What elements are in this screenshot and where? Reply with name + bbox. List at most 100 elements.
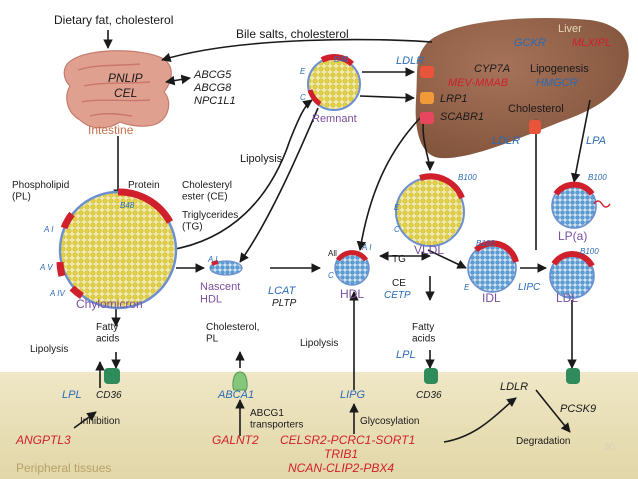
hmgcr-label: HMGCR <box>536 77 578 89</box>
gckr-label: GCKR <box>514 37 546 49</box>
protein-label: Protein <box>128 180 160 191</box>
vldl-label: VLDL <box>414 243 444 257</box>
lipolysis-top-label: Lipolysis <box>240 153 283 165</box>
cel-label: CEL <box>114 86 137 100</box>
hdl-all: All <box>328 249 337 258</box>
cd36-left-label: CD36 <box>96 390 122 401</box>
bile-label: Bile salts, cholesterol <box>236 27 349 41</box>
lpa-particle-label: LP(a) <box>558 229 587 243</box>
hdl-ai: A I <box>361 243 372 252</box>
phospholipid-label: Phospholipid(PL) <box>12 180 69 203</box>
lipogenesis-label: Lipogenesis <box>530 63 589 75</box>
mev-mmab-label: MEV-MMAB <box>448 77 508 89</box>
lpl-left-label: LPL <box>62 389 82 401</box>
lrp1-label: LRP1 <box>440 93 468 105</box>
pltp-label: PLTP <box>272 298 297 309</box>
ncan-label: NCAN-CLIP2-PBX4 <box>288 461 394 475</box>
nascent-ai: A I <box>207 255 218 264</box>
dietary-label: Dietary fat, cholesterol <box>54 13 173 27</box>
lcat-label: LCAT <box>268 285 297 297</box>
arrows <box>73 30 591 443</box>
cetp-label: CETP <box>384 290 411 301</box>
abca1-label: ABCA1 <box>217 389 254 401</box>
scabr1-label: SCABR1 <box>440 111 484 123</box>
idl-label: IDL <box>482 291 501 305</box>
ldlr-top-label: LDLR <box>396 55 424 67</box>
ce-label: CE <box>392 278 406 289</box>
degradation-label: Degradation <box>516 436 570 447</box>
celsr2-label: CELSR2-PCRC1-SORT1 <box>280 433 415 447</box>
page-number: 30 <box>604 442 616 453</box>
abcg5-label: ABCG5 <box>193 69 232 81</box>
cd36-right-label: CD36 <box>416 390 442 401</box>
nascent-hdl-particle <box>209 260 243 276</box>
liver-label: Liver <box>558 23 582 35</box>
galnt2-label: GALNT2 <box>212 433 259 447</box>
ldl-label: LDL <box>556 291 578 305</box>
angptl3-label: ANGPTL3 <box>15 433 71 447</box>
idl-e: E <box>464 283 470 292</box>
intestine-label: Intestine <box>88 123 134 137</box>
liver-receptors <box>420 66 541 134</box>
remnant-particle <box>307 53 361 111</box>
vldl-c: C <box>394 225 400 234</box>
lipc-label: LIPC <box>518 282 541 293</box>
ldl-particle <box>549 251 595 299</box>
cholesterol-pl-label: Cholesterol,PL <box>206 322 259 345</box>
cd36-left-protein <box>104 368 120 384</box>
ldl-b100: B100 <box>580 247 599 256</box>
chylo-aiv: A IV <box>49 289 65 298</box>
chylo-ai: A I <box>43 225 54 234</box>
hdl-particle <box>334 250 370 286</box>
tg-label: TG <box>392 254 406 265</box>
chylo-av: A V <box>39 263 53 272</box>
vldl-e: E <box>394 203 400 212</box>
liver-shape <box>415 18 629 159</box>
lpa-b100: B100 <box>588 173 607 182</box>
glycosylation-label: Glycosylation <box>360 416 419 427</box>
lpl-right-label: LPL <box>396 349 416 361</box>
ldl-tissue-protein <box>566 368 580 384</box>
membrane-proteins <box>104 368 580 391</box>
lpa-gene-label: LPA <box>586 135 606 147</box>
lpa-particle <box>551 181 611 229</box>
trib1-label: TRIB1 <box>324 447 358 461</box>
vldl-particle <box>395 173 465 247</box>
cyp7a-label: CYP7A <box>474 63 510 75</box>
chylomicron-label: Chylomicron <box>76 297 143 311</box>
lrp1-receptor <box>420 92 434 104</box>
lipolysis-mid-label: Lipolysis <box>300 338 338 349</box>
remnant-b48: B48 <box>334 55 349 64</box>
cd36-right-protein <box>424 368 438 384</box>
abcg8-label: ABCG8 <box>193 82 232 94</box>
ldlr-liver-label: LDLR <box>492 135 520 147</box>
remnant-e: E <box>300 67 306 76</box>
inhibition-label: Inhibition <box>80 416 120 427</box>
pnlip-label: PNLIP <box>108 71 143 85</box>
remnant-label: Remnant <box>312 113 357 125</box>
chylomicron-particle <box>56 188 178 310</box>
idl-particle <box>467 240 519 293</box>
ldlr-tissue-label: LDLR <box>500 381 528 393</box>
pcsk9-label: PCSK9 <box>560 403 596 415</box>
ldlr-liver-receptor <box>529 120 541 134</box>
ldlr-receptor <box>420 66 434 78</box>
chylo-b48: B48 <box>120 201 135 210</box>
labels: Dietary fat, cholesterol Bile salts, cho… <box>12 13 616 475</box>
scabr1-receptor <box>420 112 434 124</box>
vldl-b100: B100 <box>458 173 477 182</box>
triglycerides-label: Triglycerides(TG) <box>182 210 238 233</box>
hdl-label: HDL <box>340 287 364 301</box>
remnant-c: C <box>300 93 306 102</box>
hdl-c: C <box>328 271 334 280</box>
lipolysis-left-label: Lipolysis <box>30 344 68 355</box>
mlxipl-label: MLXIPL <box>572 37 611 49</box>
idl-b100: B100 <box>476 239 495 248</box>
